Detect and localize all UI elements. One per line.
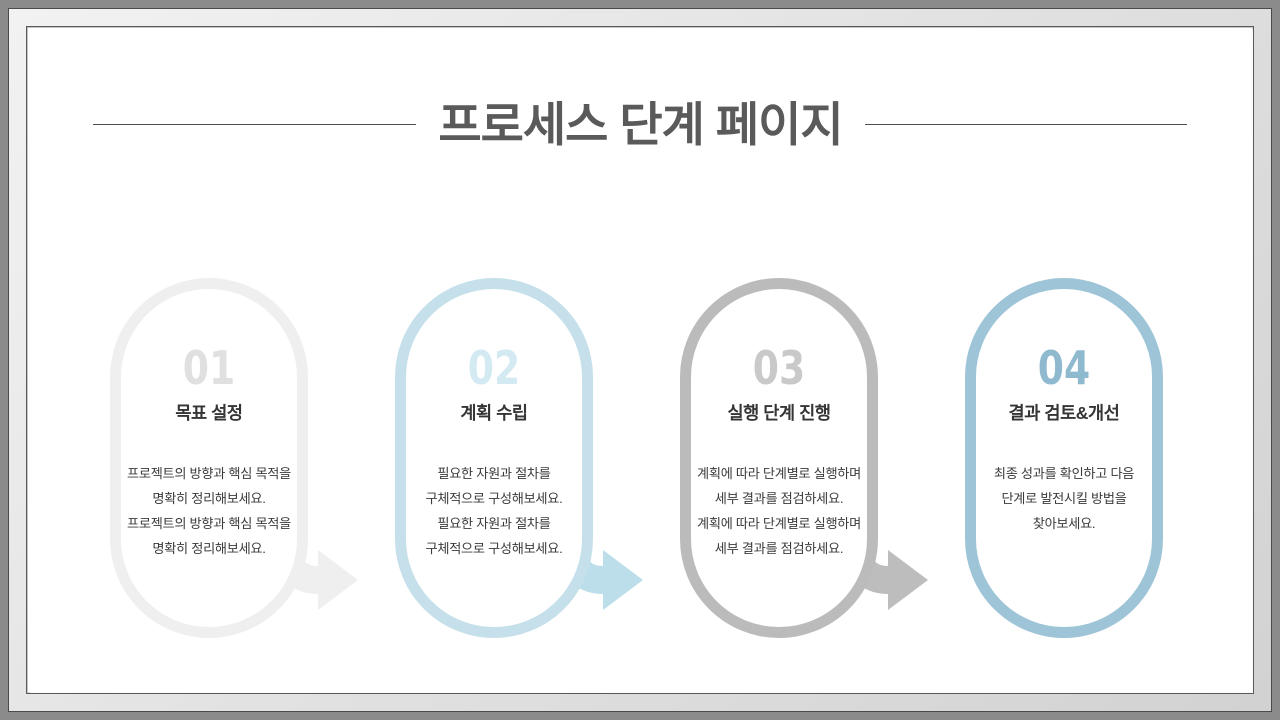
step-card-4-content: 04 결과 검토&개선 최종 성과를 확인하고 다음 단계로 발전시킬 방법을 … [976,289,1152,627]
page-title: 프로세스 단계 페이지 [438,97,843,151]
step-card-1-description: 프로젝트의 방향과 핵심 목적을 명확히 정리해보세요. 프로젝트의 방향과 핵… [127,466,291,556]
step-card-2-content: 02 계획 수립 필요한 자원과 절차를 구체적으로 구성해보세요. 필요한 자… [406,289,582,627]
step-card-2-description: 필요한 자원과 절차를 구체적으로 구성해보세요. 필요한 자원과 절차를 구체… [425,466,563,556]
step-card-4-title: 결과 검토&개선 [1008,403,1120,423]
step-card-3-description: 계획에 따라 단계별로 실행하며 세부 결과를 점검하세요. 계획에 따라 단계… [697,466,861,556]
step-card-1-content: 01 목표 설정 프로젝트의 방향과 핵심 목적을 명확히 정리해보세요. 프로… [121,289,297,627]
step-card-4[interactable]: 04 결과 검토&개선 최종 성과를 확인하고 다음 단계로 발전시킬 방법을 … [965,278,1163,638]
step-card-1-title: 목표 설정 [175,403,243,423]
step-card-1-number: 01 [182,341,236,395]
step-card-4-description: 최종 성과를 확인하고 다음 단계로 발전시킬 방법을 찾아보세요. [993,466,1135,531]
step-card-4-number: 04 [1037,341,1091,395]
step-card-2-title: 계획 수립 [460,403,528,423]
process-steps: 01 목표 설정 프로젝트의 방향과 핵심 목적을 명확히 정리해보세요. 프로… [28,253,1252,653]
title-block: 프로세스 단계 페이지 [28,94,1252,154]
step-card-2-number: 02 [467,341,521,395]
step-card-3-number: 03 [752,341,806,395]
title-rule-right [864,123,1187,125]
title-rule-left [93,123,417,125]
step-card-2[interactable]: 02 계획 수립 필요한 자원과 절차를 구체적으로 구성해보세요. 필요한 자… [395,278,593,638]
step-card-1[interactable]: 01 목표 설정 프로젝트의 방향과 핵심 목적을 명확히 정리해보세요. 프로… [110,278,308,638]
slide-canvas: 프로세스 단계 페이지 [28,28,1252,692]
step-card-3-title: 실행 단계 진행 [727,403,831,423]
step-card-3-content: 03 실행 단계 진행 계획에 따라 단계별로 실행하며 세부 결과를 점검하세… [691,289,867,627]
step-card-3[interactable]: 03 실행 단계 진행 계획에 따라 단계별로 실행하며 세부 결과를 점검하세… [680,278,878,638]
